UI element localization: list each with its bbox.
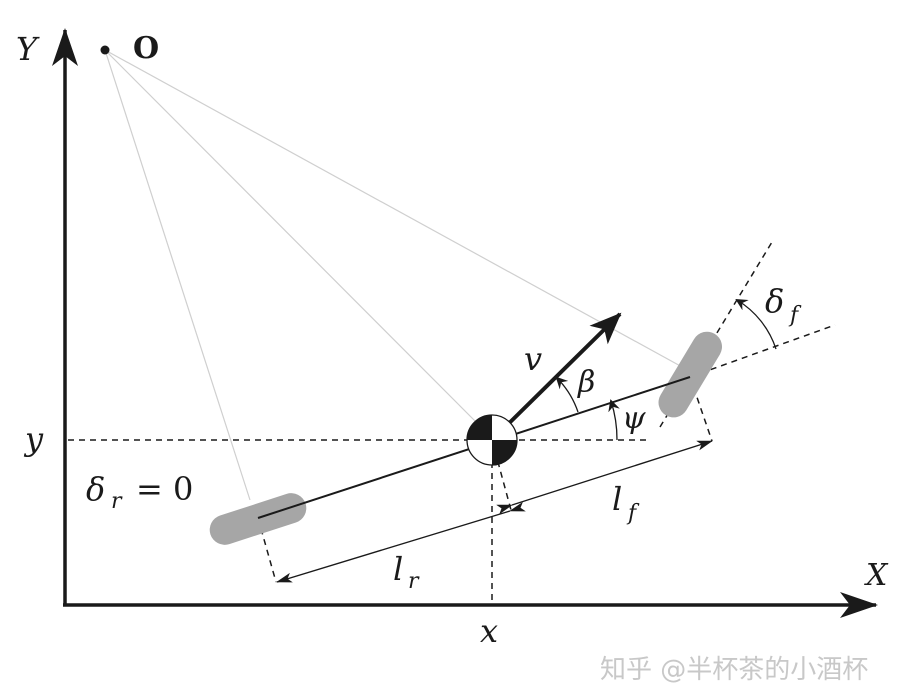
velocity-label: v: [524, 340, 542, 378]
rear-wheel: [209, 493, 307, 545]
front-steer-label: δ f: [765, 282, 802, 328]
ray-to-rear-wheel: [104, 49, 251, 501]
svg-text:r: r: [111, 489, 123, 514]
svg-text:δ: δ: [765, 282, 784, 320]
svg-text:δ: δ: [86, 470, 105, 508]
y-axis-label: Y: [16, 30, 40, 68]
y-coordinate-label: y: [23, 420, 44, 458]
heading-angle-arc: [608, 399, 620, 441]
slip-angle-label: β: [577, 365, 595, 400]
velocity-vector: [490, 312, 622, 442]
heading-angle-label: ψ: [622, 401, 646, 436]
x-coordinate-label: x: [480, 612, 498, 650]
svg-text:f: f: [788, 303, 802, 328]
x-axis-label: X: [864, 558, 889, 593]
center-of-gravity-icon: [466, 414, 518, 466]
rear-length-dimension: [276, 501, 526, 583]
front-steer-angle-arc: [735, 298, 777, 350]
svg-text:= 0: = 0: [136, 470, 193, 508]
ray-to-cg: [104, 49, 483, 429]
svg-text:r: r: [408, 569, 420, 594]
svg-text:l: l: [393, 550, 403, 588]
watermark: 知乎 @半杯茶的小酒杯: [600, 655, 868, 685]
origin-point: [100, 45, 110, 55]
origin-label: O: [133, 31, 159, 66]
body-extension-dashed-line: [689, 324, 836, 378]
rear-steer-label: δ r = 0: [86, 470, 193, 514]
ray-to-front-wheel: [104, 49, 685, 369]
front-length-dimension: [496, 440, 713, 515]
rear-length-label: l r: [393, 550, 420, 594]
icr-rays: [104, 49, 685, 501]
svg-text:f: f: [626, 501, 640, 526]
front-wheel: [658, 331, 722, 418]
svg-text:l: l: [612, 480, 622, 518]
front-length-label: l f: [612, 480, 640, 526]
slip-angle-arc: [555, 376, 579, 413]
